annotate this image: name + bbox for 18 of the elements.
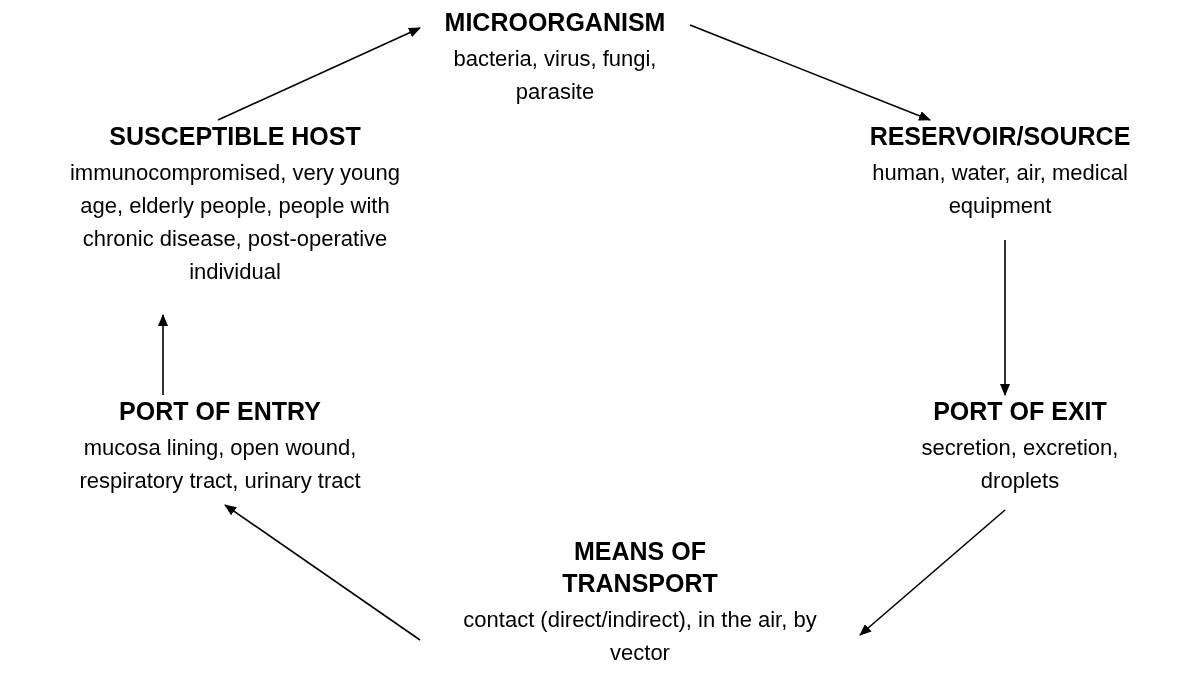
stage-description: contact (direct/indirect), in the air, by vector — [462, 606, 818, 667]
stage-description: human, water, air, medical equipment — [871, 159, 1129, 220]
stage-description: mucosa lining, open wound, respiratory tract, urinary tract — [78, 434, 362, 495]
stage-heading: PORT OF ENTRY — [119, 396, 321, 427]
arrow — [689, 24, 931, 121]
arrow — [158, 314, 168, 396]
stage-description: bacteria, virus, fungi, parasite — [452, 45, 658, 106]
stage-heading: RESERVOIR/SOURCE — [869, 121, 1131, 152]
stage-heading: SUSCEPTIBLE HOST — [109, 121, 361, 152]
arrow — [859, 509, 1006, 636]
stage-description: secretion, excretion, droplets — [920, 434, 1120, 495]
arrow — [217, 27, 421, 121]
arrow — [1000, 239, 1010, 396]
arrow — [224, 504, 421, 641]
stage-description: immunocompromised, very young age, elderly people, people with chronic disease, post-operative individual — [68, 159, 402, 286]
stage-heading: PORT OF EXIT — [933, 396, 1107, 427]
stage-heading: MEANS OF TRANSPORT — [561, 536, 719, 599]
stage-heading: MICROORGANISM — [444, 7, 666, 38]
